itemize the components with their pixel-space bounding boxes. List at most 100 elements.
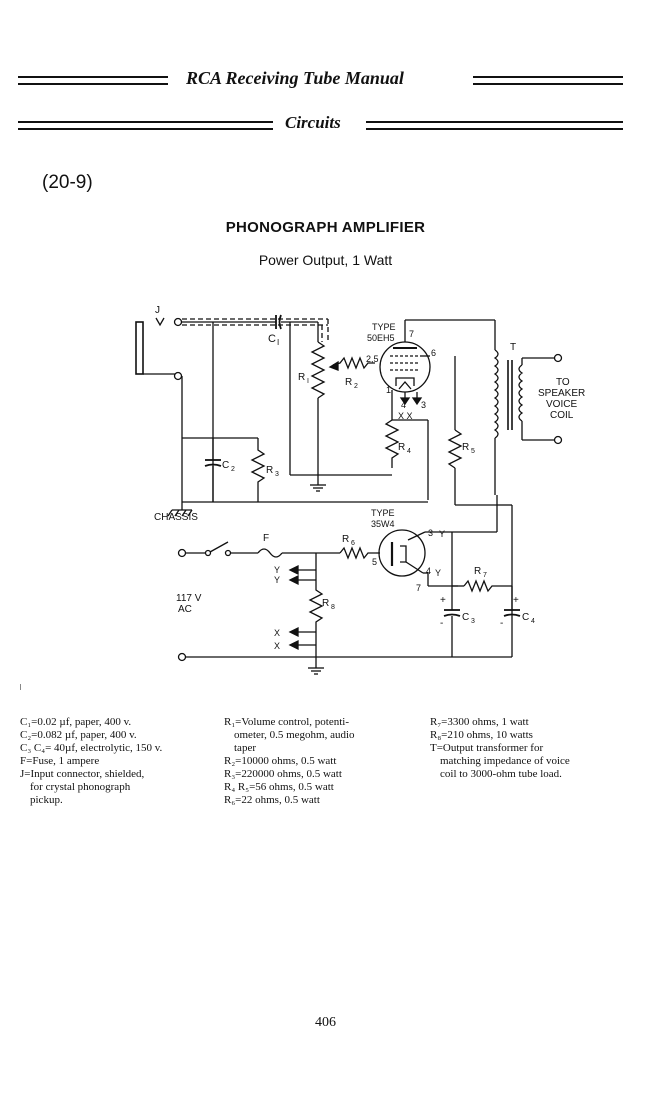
figure-number: (20-9)	[42, 172, 93, 193]
capacitor-c2	[204, 438, 222, 502]
capacitor-c4	[503, 586, 521, 617]
section-rule-right	[366, 121, 623, 130]
section-header: Circuits	[18, 113, 623, 135]
shielded-input-line	[182, 318, 329, 342]
tube-35w4	[376, 529, 458, 587]
part-t: T=Output transformer for	[430, 742, 544, 754]
output-transformer-t	[493, 320, 563, 495]
label-c3-minus: -	[440, 618, 443, 629]
part-j-cont-1: for crystal phonograph	[30, 781, 131, 793]
part-c3-c4: C₃ C₄= 40µf, electrolytic, 150 v.	[20, 742, 163, 754]
part-r1: R₁=Volume control, potenti-	[224, 716, 350, 728]
label-c4-minus: -	[500, 618, 503, 629]
label-r1-sub: I	[307, 378, 309, 385]
label-c3: C	[462, 612, 469, 623]
label-f: F	[263, 533, 269, 544]
resistor-r5	[447, 356, 497, 506]
label-r7: R	[474, 566, 481, 577]
part-r6: R₆=22 ohms, 0.5 watt	[224, 794, 320, 806]
diagram-title: PHONOGRAPH AMPLIFIER	[225, 219, 426, 236]
label-xx-1: X X	[398, 411, 413, 421]
part-r7: R₇=3300 ohms, 1 watt	[430, 716, 529, 728]
power-switch	[177, 541, 232, 558]
label-ac: AC	[178, 604, 192, 615]
label-c3-plus: +	[440, 595, 446, 606]
manual-header: RCA Receiving Tube Manual	[18, 68, 623, 90]
label-x-2: X	[274, 641, 280, 651]
fuse-f	[231, 548, 316, 558]
label-j: J	[155, 305, 160, 316]
label-y-2: Y	[274, 575, 280, 585]
input-jack-j	[135, 317, 183, 381]
label-r1: R	[298, 372, 305, 383]
label-pin-7: 7	[409, 329, 414, 339]
part-r8: R₈=210 ohms, 10 watts	[430, 729, 533, 741]
label-speaker: SPEAKER	[538, 388, 585, 399]
resistor-r6	[316, 546, 376, 560]
part-r1-cont-2: taper	[234, 742, 256, 754]
section-rule-left	[18, 121, 273, 130]
label-r2: R	[345, 377, 352, 388]
label-c2: C	[222, 460, 229, 471]
label-r4: R	[398, 442, 405, 453]
label-r8: R	[322, 598, 329, 609]
label-pin-4: 4	[401, 400, 406, 410]
part-c2: C₂=0.082 µf, paper, 400 v.	[20, 729, 137, 741]
label-voice: VOICE	[546, 399, 577, 410]
label-117v: 117 V	[176, 593, 202, 604]
section-title: Circuits	[285, 113, 341, 132]
parts-list-column-3: R₇=3300 ohms, 1 watt R₈=210 ohms, 10 wat…	[430, 716, 570, 781]
part-c1: C₁=0.02 µf, paper, 400 v.	[20, 716, 132, 728]
label-pin2-5: 5	[372, 557, 377, 567]
label-coil: COIL	[550, 410, 574, 421]
label-c1-sub: I	[277, 338, 279, 347]
label-r4-sub: 4	[407, 448, 411, 455]
capacitor-c3	[443, 586, 461, 657]
resistor-r8-heater-string	[288, 553, 324, 657]
label-pin2-4: 4	[426, 566, 431, 576]
part-r3: R₃=220000 ohms, 0.5 watt	[224, 768, 342, 780]
capacitor-c1	[275, 314, 318, 330]
label-type-1: TYPE	[372, 322, 396, 332]
part-r2: R₂=10000 ohms, 0.5 watt	[224, 755, 337, 767]
part-j-cont-2: pickup.	[30, 794, 63, 806]
diagram-subtitle: Power Output, 1 Watt	[258, 252, 393, 268]
label-c4: C	[522, 612, 529, 623]
chassis-symbol	[167, 502, 193, 517]
label-to: TO	[556, 377, 570, 388]
label-r6: R	[342, 534, 349, 545]
part-t-cont-2: coil to 3000-ohm tube load.	[440, 768, 562, 780]
margin-mark	[20, 684, 21, 690]
ground-symbol-1	[310, 475, 326, 492]
label-chassis: CHASSIS	[154, 512, 198, 523]
part-t-cont-1: matching impedance of voice	[440, 755, 570, 767]
part-f: F=Fuse, 1 ampere	[20, 755, 100, 767]
parts-list-column-1: C₁=0.02 µf, paper, 400 v. C₂=0.082 µf, p…	[20, 716, 162, 807]
label-c4-sub: 4	[531, 618, 535, 625]
schematic-diagram: J C I R I R 2 TYPE 50EH	[135, 305, 585, 675]
label-r3: R	[266, 465, 273, 476]
label-r2-sub: 2	[354, 383, 358, 390]
header-rule-right	[473, 76, 623, 85]
page-number: 406	[315, 1015, 336, 1030]
label-pin2-y2: Y	[435, 568, 441, 578]
part-j: J=Input connector, shielded,	[20, 768, 145, 780]
tube-50eh5	[379, 319, 495, 393]
label-r7-sub: 7	[483, 572, 487, 579]
label-pin2-7: 7	[416, 583, 421, 593]
label-y-1: Y	[274, 565, 280, 575]
label-c4-plus: +	[513, 595, 519, 606]
ac-return-line	[177, 652, 512, 675]
label-c1: C	[268, 333, 276, 345]
parts-list-column-2: R₁=Volume control, potenti- ometer, 0.5 …	[224, 716, 355, 807]
label-pin-2-5: 2,5	[366, 354, 379, 364]
resistor-r4	[384, 390, 429, 500]
label-r8-sub: 8	[331, 604, 335, 611]
label-t: T	[510, 342, 516, 353]
label-pin-3: 3	[421, 400, 426, 410]
label-c2-sub: 2	[231, 466, 235, 473]
label-x-1: X	[274, 628, 280, 638]
label-tube-35w4: 35W4	[371, 519, 395, 529]
header-rule-left	[18, 76, 168, 85]
label-pin2-y1: Y	[439, 529, 445, 539]
